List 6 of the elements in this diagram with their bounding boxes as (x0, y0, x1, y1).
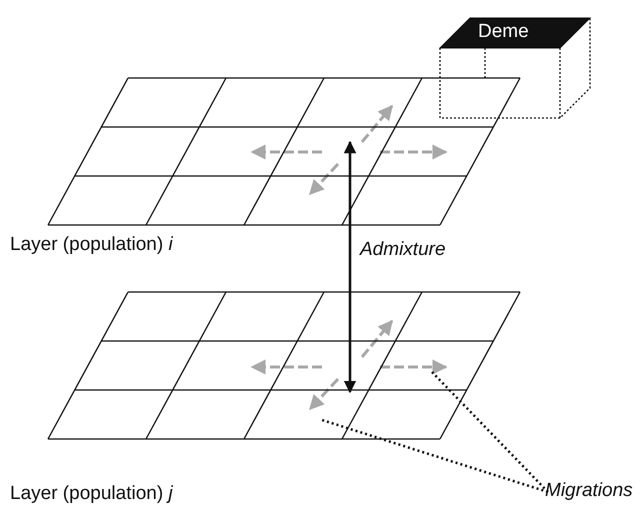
arrow (344, 140, 356, 394)
layer-label: Layer (population) j (10, 483, 173, 505)
callout-label: Migrations (545, 480, 633, 502)
leader-line (431, 371, 549, 493)
layer-label: Layer (population) i (10, 234, 173, 256)
deme-label: Deme (478, 21, 529, 43)
